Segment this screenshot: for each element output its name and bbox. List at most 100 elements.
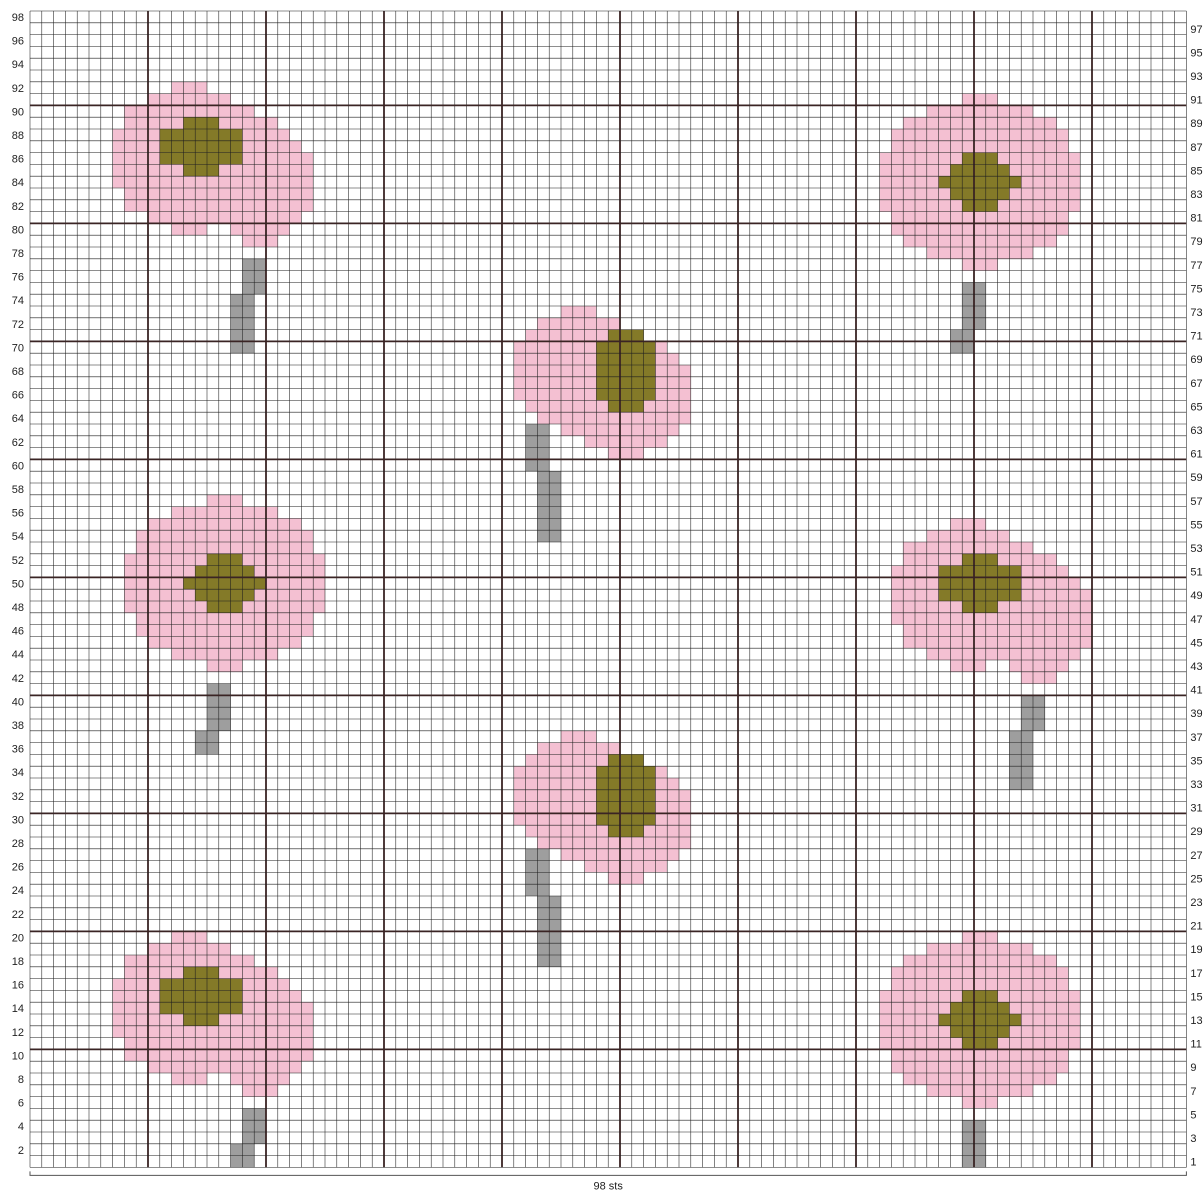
row-number: 41 (1190, 685, 1202, 697)
flower-6 (573, 849, 679, 861)
flower-8 (903, 1073, 1056, 1085)
flower-center-6 (596, 766, 655, 778)
flower-center-3 (596, 365, 655, 377)
flower-2 (927, 105, 1033, 117)
row-number: 42 (12, 673, 24, 685)
flower-8 (891, 1061, 1068, 1073)
flower-5 (998, 648, 1081, 660)
flower-5 (986, 625, 1092, 637)
flower-8 (962, 1097, 997, 1109)
flower-center-4 (195, 589, 254, 601)
row-number: 40 (12, 696, 24, 708)
flower-center-6 (596, 778, 655, 790)
row-number: 8 (18, 1074, 24, 1086)
flower-2 (903, 235, 1056, 247)
flower-center-5 (939, 589, 1022, 601)
flower-1 (172, 82, 207, 94)
flower-center-4 (195, 566, 254, 578)
flower-center-5 (939, 566, 1022, 578)
flower-7 (148, 943, 231, 955)
row-number: 36 (12, 744, 24, 756)
row-number: 25 (1190, 873, 1202, 885)
flower-5 (1009, 660, 1068, 672)
flower-center-1 (183, 117, 218, 129)
flower-7 (124, 955, 254, 967)
row-number: 31 (1190, 803, 1202, 815)
row-number: 19 (1190, 944, 1202, 956)
row-number: 22 (12, 909, 24, 921)
row-number: 45 (1190, 637, 1202, 649)
flower-5 (927, 648, 1010, 660)
flower-1 (148, 94, 231, 106)
row-number: 65 (1190, 401, 1202, 413)
row-number: 5 (1190, 1109, 1196, 1121)
row-number: 66 (12, 390, 24, 402)
row-number: 43 (1190, 661, 1202, 673)
row-number: 89 (1190, 118, 1202, 130)
flower-center-3 (596, 353, 655, 365)
row-number: 84 (12, 177, 24, 189)
flower-center-5 (962, 601, 997, 613)
row-number: 87 (1190, 142, 1202, 154)
row-number: 1 (1190, 1157, 1196, 1169)
flower-3 (585, 436, 668, 448)
flower-5 (986, 601, 1092, 613)
row-number: 7 (1190, 1086, 1196, 1098)
flower-5 (1021, 672, 1056, 684)
flower-5 (927, 530, 1010, 542)
row-number: 9 (1190, 1062, 1196, 1074)
flower-4 (136, 613, 313, 625)
flower-4 (148, 636, 301, 648)
row-number: 2 (18, 1145, 24, 1157)
row-number: 13 (1190, 1015, 1202, 1027)
row-number: 62 (12, 437, 24, 449)
flower-5 (950, 518, 985, 530)
flower-1 (124, 105, 254, 117)
row-number: 60 (12, 460, 24, 472)
row-number: 68 (12, 366, 24, 378)
row-number: 78 (12, 248, 24, 260)
row-number: 93 (1190, 71, 1202, 83)
flower-4 (136, 530, 313, 542)
flower-6 (561, 837, 691, 849)
flower-center-3 (596, 377, 655, 389)
flower-7 (242, 967, 277, 979)
flower-center-2 (939, 176, 1022, 188)
row-number: 21 (1190, 921, 1202, 933)
flower-center-7 (183, 1014, 218, 1026)
flower-5 (1021, 554, 1056, 566)
flower-6 (537, 743, 620, 755)
flower-6 (608, 872, 643, 884)
row-number: 49 (1190, 590, 1202, 602)
flower-center-4 (183, 577, 266, 589)
flower-center-4 (207, 554, 242, 566)
row-number: 15 (1190, 991, 1202, 1003)
flower-8 (891, 967, 1068, 979)
row-number: 12 (12, 1027, 24, 1039)
flower-6 (561, 731, 596, 743)
row-number: 28 (12, 838, 24, 850)
flower-4 (172, 507, 278, 519)
flower-center-4 (207, 601, 242, 613)
flower-2 (927, 247, 1033, 259)
row-number: 32 (12, 791, 24, 803)
flower-center-2 (950, 164, 1009, 176)
flower-center-6 (596, 802, 655, 814)
flower-3 (561, 412, 691, 424)
row-number: 10 (12, 1050, 24, 1062)
row-number: 34 (12, 767, 24, 779)
flower-center-2 (962, 200, 997, 212)
flower-1 (207, 188, 313, 200)
row-number: 48 (12, 602, 24, 614)
flower-center-2 (950, 188, 1009, 200)
row-number: 26 (12, 862, 24, 874)
row-number: 63 (1190, 425, 1202, 437)
row-number: 98 (12, 12, 24, 24)
row-number: 83 (1190, 189, 1202, 201)
width-label: 98 sts (594, 1180, 624, 1192)
row-number: 61 (1190, 449, 1202, 461)
flower-4 (136, 542, 313, 554)
row-number: 52 (12, 555, 24, 567)
flower-1 (242, 235, 277, 247)
